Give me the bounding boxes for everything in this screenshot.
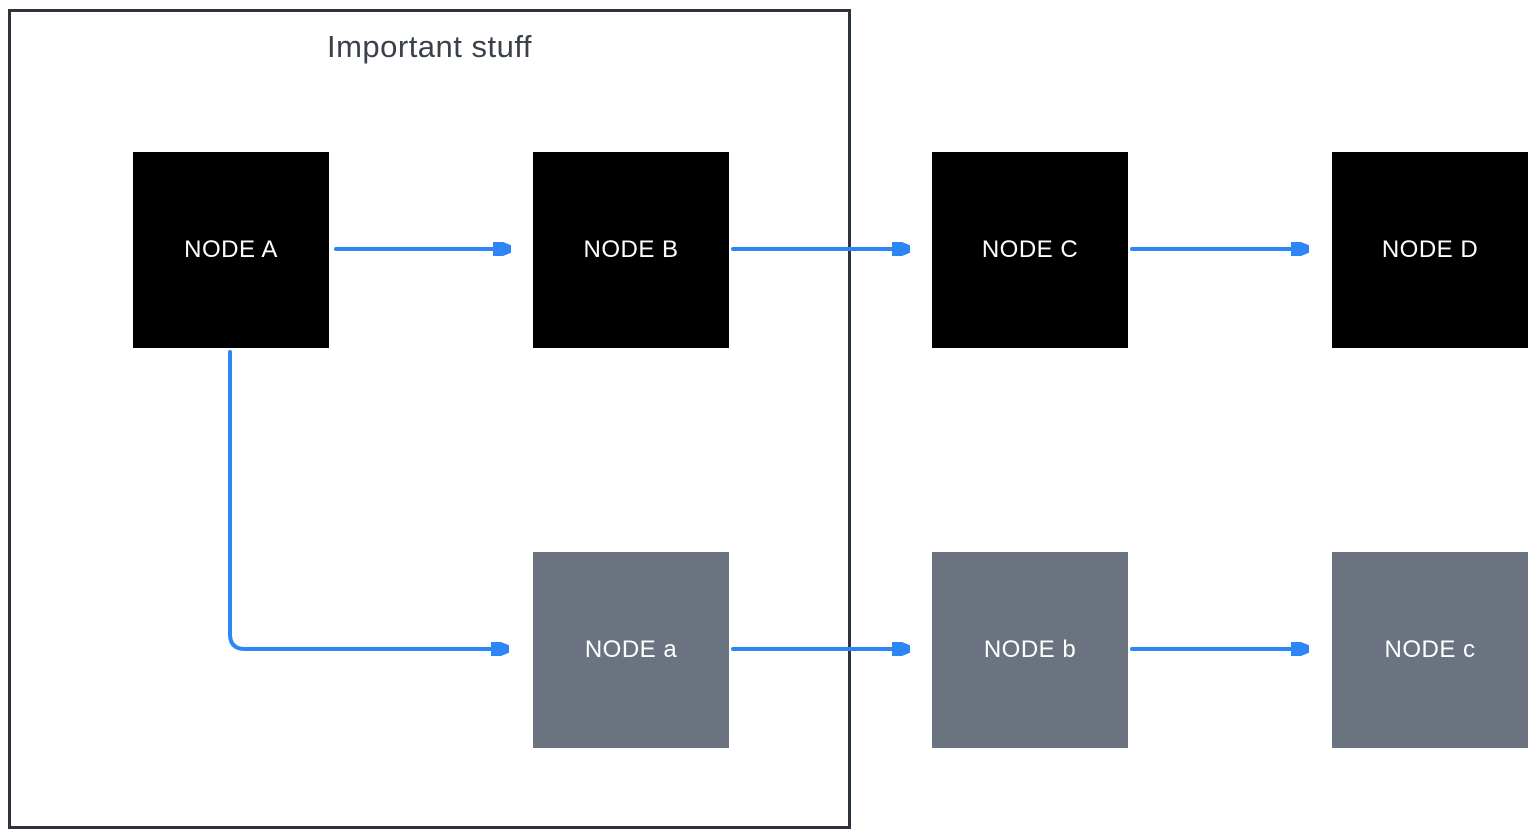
group-frame-important-stuff[interactable]: Important stuff bbox=[8, 9, 851, 829]
node-D[interactable]: NODE D bbox=[1332, 152, 1528, 348]
group-frame-title: Important stuff bbox=[326, 29, 533, 64]
node-c-label: NODE c bbox=[1384, 636, 1476, 663]
node-D-label: NODE D bbox=[1381, 236, 1479, 263]
edge-A-to-a[interactable] bbox=[228, 350, 509, 649]
node-C-label: NODE C bbox=[981, 236, 1079, 263]
node-B-label: NODE B bbox=[583, 236, 679, 263]
node-C[interactable]: NODE C bbox=[932, 152, 1128, 348]
node-b-label: NODE b bbox=[983, 636, 1077, 663]
node-a[interactable]: NODE a bbox=[533, 552, 729, 748]
node-b[interactable]: NODE b bbox=[932, 552, 1128, 748]
node-c[interactable]: NODE c bbox=[1332, 552, 1528, 748]
node-a-label: NODE a bbox=[584, 636, 678, 663]
node-A-label: NODE A bbox=[184, 236, 278, 263]
node-B[interactable]: NODE B bbox=[533, 152, 729, 348]
node-A[interactable]: NODE A bbox=[133, 152, 329, 348]
